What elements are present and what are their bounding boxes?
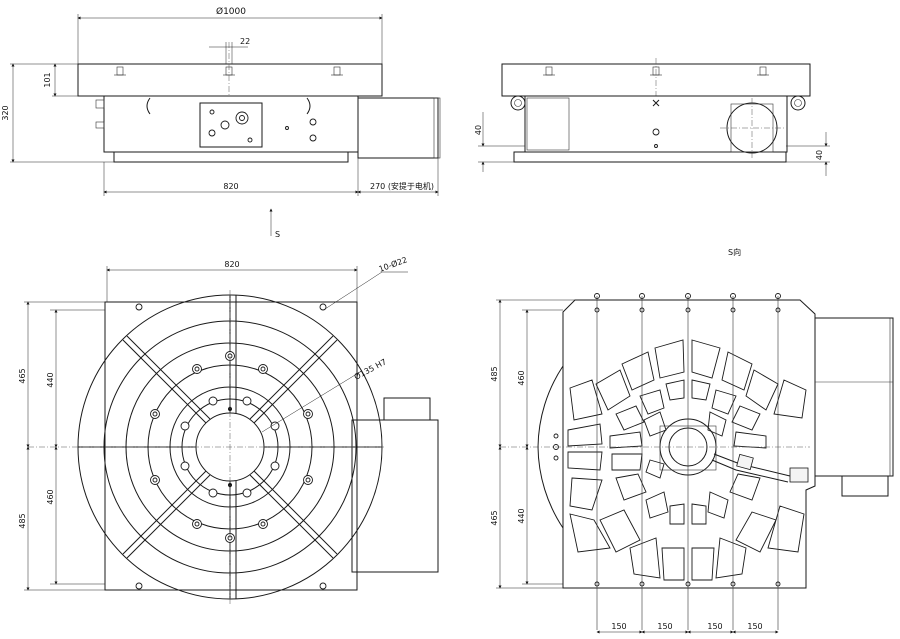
- side-dim-40-right: 40: [815, 150, 824, 160]
- dim-320-label: 320: [1, 105, 10, 120]
- bottom-dim-460: 460: [517, 370, 526, 385]
- bottom-dim-465: 465: [490, 510, 499, 525]
- bottom-view-title: S向: [728, 247, 741, 257]
- mounting-holes: [150, 351, 313, 543]
- holes-note: 10-Ø22: [377, 254, 408, 274]
- plan-dim-465: 465: [18, 368, 27, 383]
- view-arrow-s: S: [269, 208, 280, 239]
- bottom-dim-440: 440: [517, 508, 526, 523]
- plan-dim-460: 460: [46, 489, 55, 504]
- pitch-label-4: 150: [747, 622, 762, 631]
- plan-dim-485: 485: [18, 513, 27, 528]
- plan-dim-440: 440: [46, 372, 55, 387]
- dim-270-label: 270 (安提于电机): [370, 181, 434, 191]
- bore-note: Ø135 H7: [352, 356, 388, 381]
- pitch-label-3: 150: [707, 622, 722, 631]
- front-view: Ø1000 22 101 320 820 270 (安提于电机): [1, 6, 441, 196]
- plan-view: 820 10-Ø22 Ø135 H7 465 440 460 485: [18, 254, 439, 604]
- pitch-label-2: 150: [657, 622, 672, 631]
- dia-1000-label: Ø1000: [216, 6, 246, 17]
- dim-101-label: 101: [43, 72, 52, 87]
- pitch-label-1: 150: [611, 622, 626, 631]
- plate-bolts: [114, 66, 343, 76]
- view-arrow-label: S: [275, 230, 280, 239]
- dim-820-label: 820: [223, 182, 238, 191]
- t-slots: [78, 295, 382, 599]
- bottom-dim-485: 485: [490, 366, 499, 381]
- side-view: 40 40: [474, 58, 830, 176]
- dim-22-label: 22: [240, 37, 250, 46]
- side-dim-40-left: 40: [474, 125, 483, 135]
- plan-dim-820: 820: [224, 260, 239, 269]
- rib-pockets: [567, 339, 807, 581]
- bottom-view: S向: [490, 247, 894, 634]
